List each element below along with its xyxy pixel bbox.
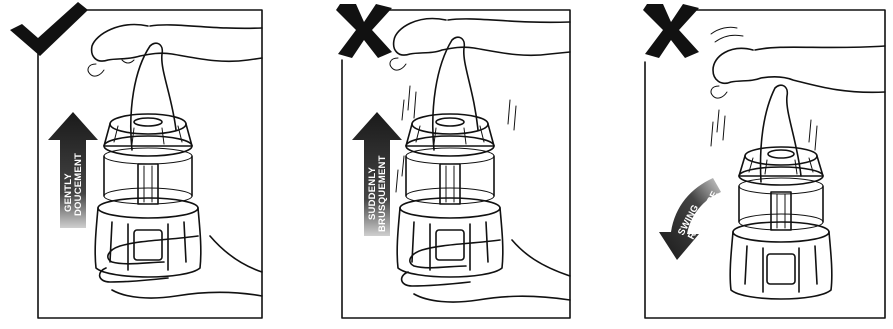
panel-suddenly: SUDDENLY BRUSQUEMENT <box>300 0 590 329</box>
hand-illustration <box>88 25 262 77</box>
lantern-illustration <box>397 114 503 277</box>
hand-illustration <box>711 46 885 98</box>
support-hand-illustration <box>100 236 262 298</box>
panel-gently: GENTLY DOUCEMENT <box>0 0 280 329</box>
check-icon <box>10 2 88 56</box>
panel-swing: SWING RABATTRE <box>603 0 893 329</box>
panel-gently-illustration: GENTLY DOUCEMENT <box>0 0 280 329</box>
hand-illustration <box>390 19 570 71</box>
lantern-illustration <box>95 114 201 277</box>
cross-icon <box>643 4 699 58</box>
motion-lines <box>396 86 516 192</box>
motion-lines <box>711 27 817 150</box>
arrow-label-line-2: BRUSQUEMENT <box>377 155 388 232</box>
panel-swing-illustration: SWING RABATTRE <box>603 0 893 329</box>
support-hand-illustration <box>402 240 570 302</box>
cross-icon <box>336 4 392 58</box>
lantern-illustration <box>730 147 832 299</box>
arrow-label-line-2: DOUCEMENT <box>73 153 84 216</box>
panel-suddenly-illustration: SUDDENLY BRUSQUEMENT <box>300 0 590 329</box>
